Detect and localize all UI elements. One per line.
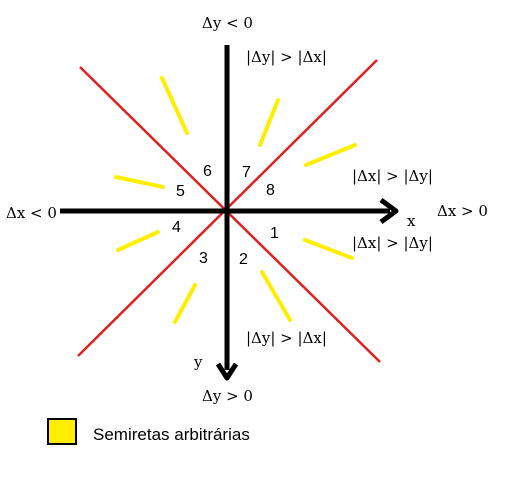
ray-octant-8 xyxy=(304,143,357,167)
octant-label-1: 1 xyxy=(270,225,279,242)
legend: Semiretas arbitrárias xyxy=(47,418,250,445)
dy-negative-label: Δy < 0 xyxy=(202,14,253,32)
octant-label-7: 7 xyxy=(242,164,251,181)
legend-swatch xyxy=(47,418,77,445)
diagonal-main xyxy=(79,66,381,363)
octant-label-6: 6 xyxy=(203,163,212,180)
ray-octant-3 xyxy=(173,283,197,324)
arbitrary-rays xyxy=(114,76,357,324)
condition-upper: |Δy| > |Δx| xyxy=(246,48,327,66)
octant-label-5: 5 xyxy=(176,183,185,200)
condition-right-upper: |Δx| > |Δy| xyxy=(352,167,433,185)
legend-label: Semiretas arbitrárias xyxy=(93,425,250,444)
y-axis-arrowhead xyxy=(215,362,239,381)
condition-lower: |Δy| > |Δx| xyxy=(246,329,327,347)
ray-octant-4 xyxy=(116,230,160,252)
octant-label-3: 3 xyxy=(199,250,208,267)
dx-negative-label: Δx < 0 xyxy=(6,204,57,222)
dx-positive-label: Δx > 0 xyxy=(437,202,488,220)
ray-octant-6 xyxy=(160,76,189,135)
y-axis-label: y xyxy=(193,353,203,371)
octant-label-4: 4 xyxy=(172,219,181,236)
ray-octant-2 xyxy=(260,270,292,322)
x-axis-label: x xyxy=(407,212,416,230)
condition-right-lower: |Δx| > |Δy| xyxy=(352,234,433,252)
ray-octant-7 xyxy=(258,98,280,147)
axes xyxy=(60,45,399,381)
ray-octant-1 xyxy=(303,238,354,260)
octant-label-2: 2 xyxy=(239,251,248,268)
octant-label-8: 8 xyxy=(266,182,275,199)
dy-positive-label: Δy > 0 xyxy=(202,387,253,405)
x-axis-arrowhead xyxy=(379,197,399,225)
octant-numbers: 1 2 3 4 5 6 7 8 xyxy=(172,163,279,268)
ray-octant-5 xyxy=(114,175,165,189)
